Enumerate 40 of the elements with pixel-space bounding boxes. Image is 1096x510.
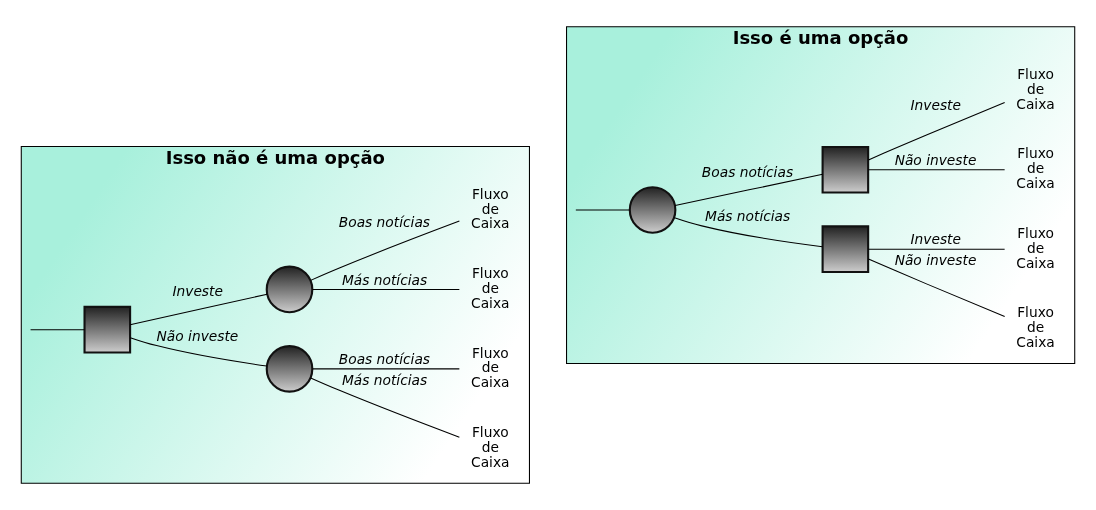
connector	[312, 368, 460, 370]
edge-label: Investe	[910, 231, 961, 248]
connector	[310, 220, 460, 281]
connector	[867, 169, 1006, 171]
node-text: Fluxo de Caixa	[1016, 304, 1055, 351]
connector	[867, 258, 1006, 317]
connector	[30, 329, 86, 331]
connector	[575, 209, 631, 211]
node-text: Fluxo de Caixa	[471, 265, 510, 311]
node-text: Fluxo de Caixa	[471, 185, 510, 232]
edge-label: Investe	[172, 283, 223, 300]
edge-label: Boas notícias	[701, 163, 794, 180]
edge-label: Más notícias	[341, 372, 428, 389]
node-box	[821, 225, 870, 273]
node-box	[83, 305, 132, 354]
connector	[674, 173, 824, 206]
edge-label: Não investe	[894, 151, 977, 168]
connector	[867, 248, 1006, 250]
node-text: Fluxo de Caixa	[1016, 224, 1055, 271]
edge-label: Más notícias	[705, 208, 791, 224]
edge-label: Boas notícias	[338, 351, 430, 368]
edge-label: Más notícias	[341, 271, 428, 288]
connector	[310, 377, 460, 438]
node-text: Fluxo de Caixa	[471, 344, 510, 391]
edge-label: Boas notícias	[338, 214, 430, 231]
edge-label: Não investe	[156, 327, 239, 344]
node-text: Fluxo de Caixa	[471, 424, 510, 470]
connector	[129, 293, 268, 326]
connector	[129, 337, 268, 367]
node-box	[821, 145, 870, 194]
edge-label: Investe	[910, 96, 961, 113]
node-circle	[265, 265, 314, 314]
connector	[867, 101, 1006, 161]
node-text: Fluxo de Caixa	[1016, 145, 1055, 192]
connector	[312, 288, 460, 290]
node-text: Fluxo de Caixa	[1016, 66, 1055, 112]
node-circle	[265, 345, 314, 393]
edge-label: Não investe	[894, 252, 977, 269]
node-circle	[628, 186, 677, 234]
connector	[674, 217, 823, 248]
